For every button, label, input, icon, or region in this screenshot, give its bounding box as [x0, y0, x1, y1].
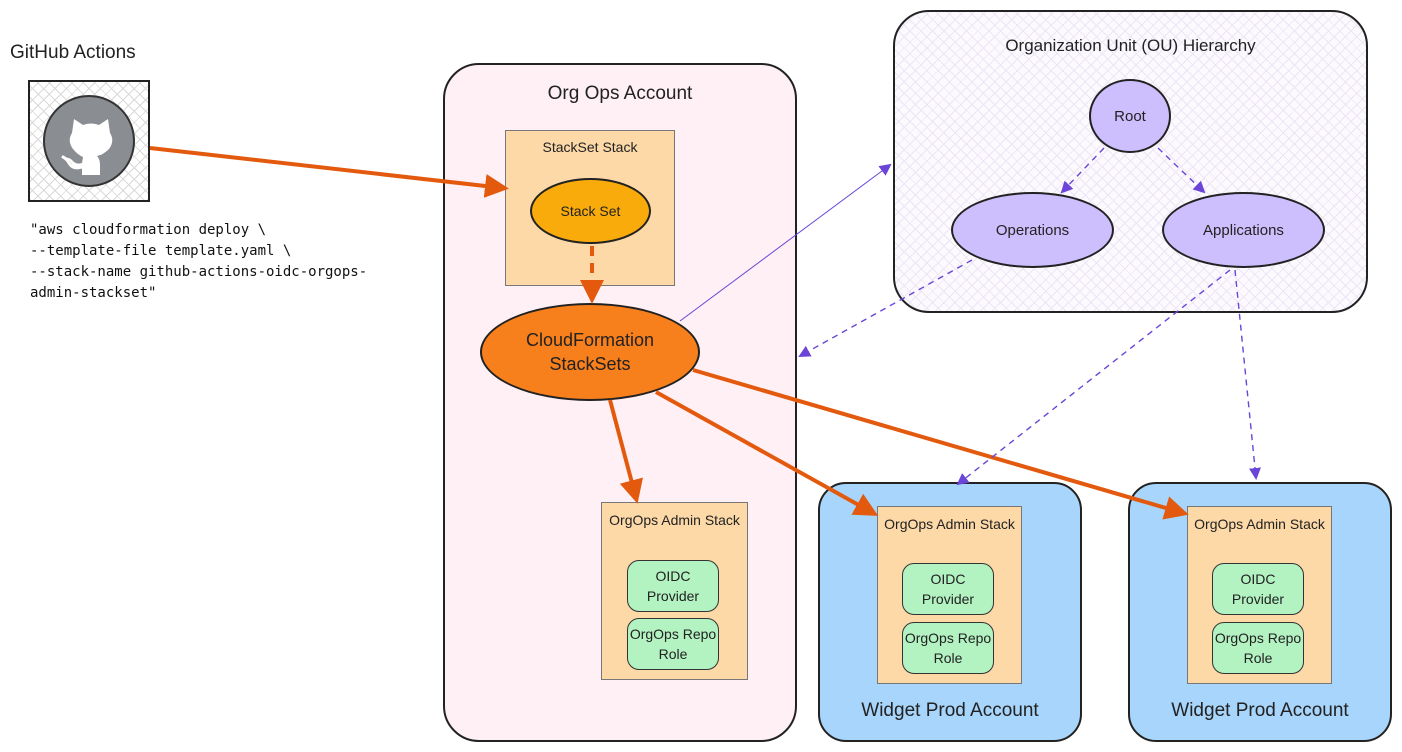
- github-octocat-icon: [43, 95, 135, 187]
- ou-operations-label: Operations: [995, 221, 1070, 239]
- orgops-repo-role-label: OrgOps Repo Role: [629, 626, 717, 662]
- arrow-applications-to-widget-1: [956, 269, 1231, 486]
- widget-admin-stack: OrgOps Admin Stack OIDC Provider OrgOps …: [877, 506, 1022, 684]
- widget-admin-stack: OrgOps Admin Stack OIDC Provider OrgOps …: [1187, 506, 1332, 684]
- ou-root-label: Root: [1114, 107, 1146, 125]
- org-ops-account-title: Org Ops Account: [547, 83, 693, 104]
- oidc-provider-label: OIDC Provider: [1231, 571, 1285, 607]
- orgops-repo-role-node: OrgOps Repo Role: [1212, 622, 1304, 674]
- ou-applications-node: Applications: [1162, 192, 1325, 268]
- arrow-operations-to-orgops: [798, 259, 973, 357]
- stackset-stack-title: StackSet Stack: [542, 139, 638, 155]
- ou-applications-label: Applications: [1203, 221, 1284, 239]
- arrow-root-to-operations: [1060, 147, 1105, 194]
- ou-operations-node: Operations: [951, 192, 1114, 268]
- orgops-repo-role-node: OrgOps Repo Role: [902, 622, 994, 674]
- ou-hierarchy-title: Organization Unit (OU) Hierarchy: [1005, 36, 1256, 55]
- cloudformation-stacksets-label: CloudFormation StackSets: [525, 330, 655, 374]
- deploy-command-text: "aws cloudformation deploy \ --template-…: [30, 222, 368, 301]
- admin-stack-title: OrgOps Admin Stack: [1194, 516, 1325, 532]
- org-ops-admin-stack: OrgOps Admin Stack OIDC Provider OrgOps …: [601, 502, 748, 680]
- orgops-repo-role-label: OrgOps Repo Role: [1214, 630, 1302, 666]
- github-actions-box: [28, 80, 150, 202]
- admin-stack-title: OrgOps Admin Stack: [609, 512, 740, 528]
- arrow-cfn-to-widget-2: [692, 368, 1189, 520]
- oidc-provider-node: OIDC Provider: [902, 563, 994, 615]
- arrow-cfn-to-ou: [679, 163, 892, 322]
- cloudformation-stacksets-node: CloudFormation StackSets: [480, 303, 700, 401]
- oidc-provider-node: OIDC Provider: [1212, 563, 1304, 615]
- stack-set-label: Stack Set: [560, 203, 621, 219]
- github-actions-title: GitHub Actions: [10, 42, 136, 63]
- stack-set-node: Stack Set: [530, 178, 651, 244]
- ou-root-node: Root: [1089, 79, 1171, 153]
- widget-prod-account-title: Widget Prod Account: [861, 700, 1039, 721]
- arrow-github-to-stackset: [149, 146, 509, 198]
- oidc-provider-label: OIDC Provider: [646, 568, 700, 604]
- oidc-provider-label: OIDC Provider: [921, 571, 975, 607]
- orgops-repo-role-label: OrgOps Repo Role: [904, 630, 992, 666]
- arrow-cfn-to-widget-1: [655, 390, 879, 516]
- admin-stack-title: OrgOps Admin Stack: [884, 516, 1015, 532]
- oidc-provider-node: OIDC Provider: [627, 560, 719, 612]
- arrow-cfn-to-orgops-admin: [608, 399, 643, 504]
- widget-prod-account-title: Widget Prod Account: [1171, 700, 1349, 721]
- orgops-repo-role-node: OrgOps Repo Role: [627, 618, 719, 670]
- arrow-applications-to-widget-2: [1234, 269, 1261, 480]
- arrow-root-to-applications: [1157, 147, 1206, 194]
